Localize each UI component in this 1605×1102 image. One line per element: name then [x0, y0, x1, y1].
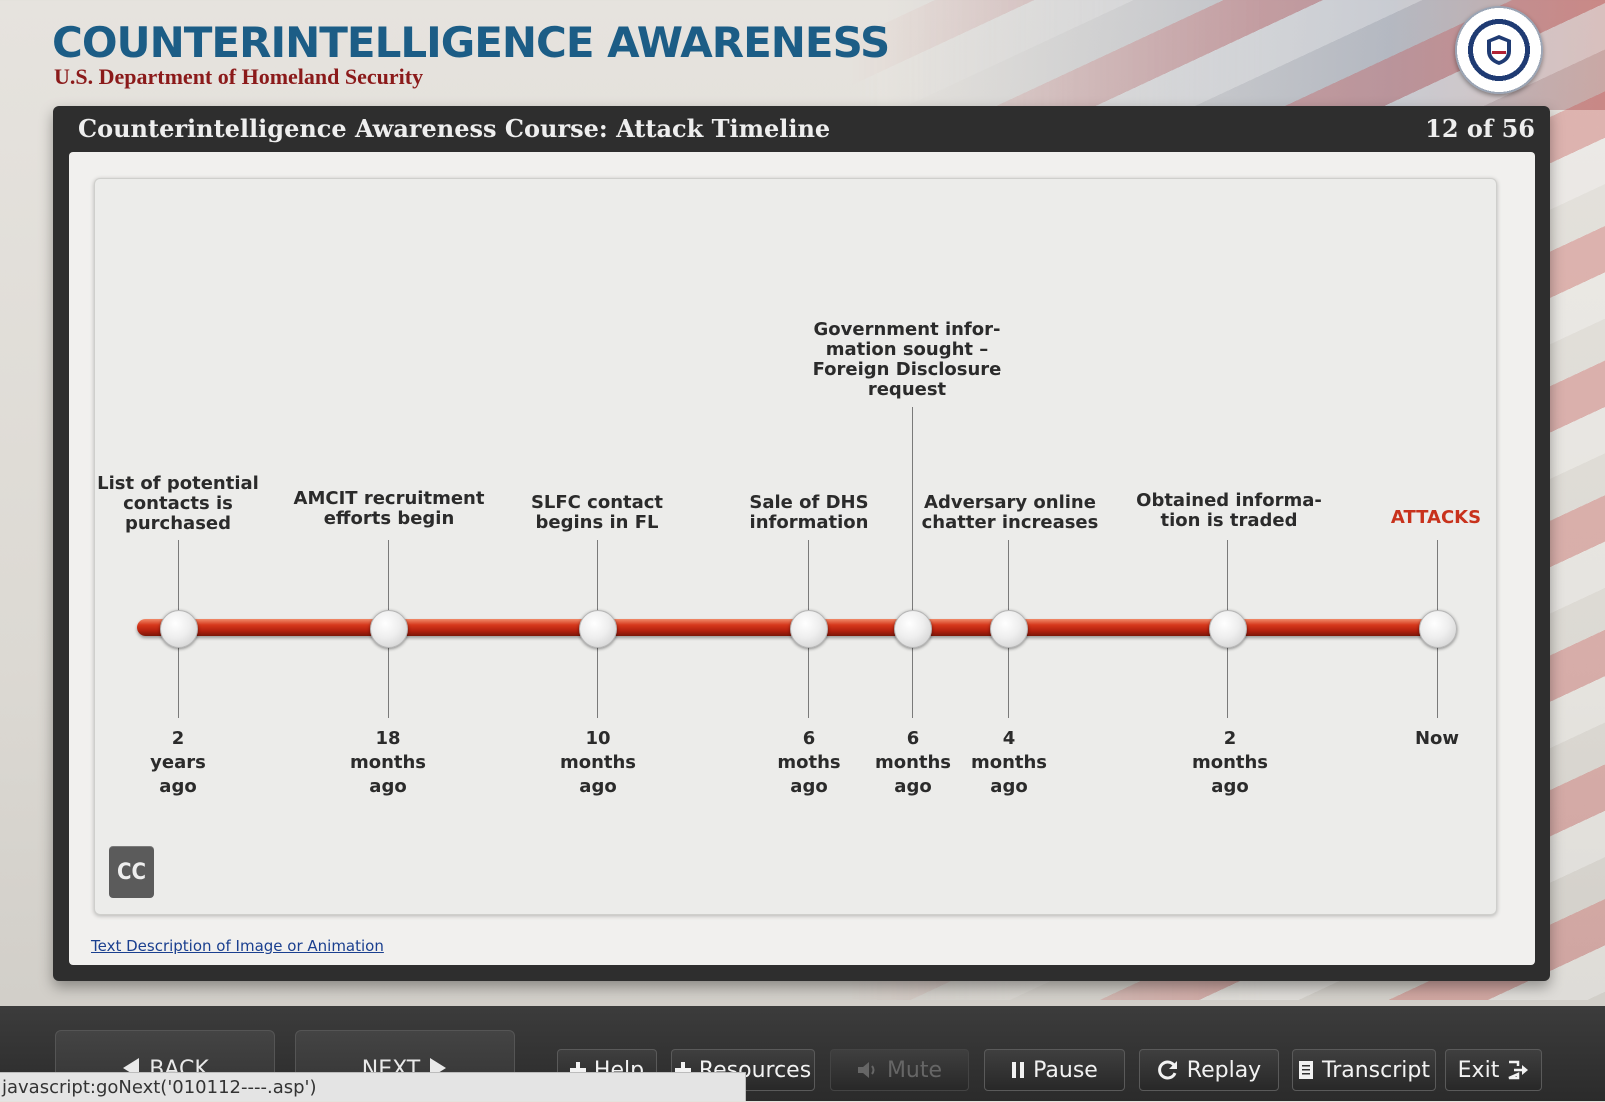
text-description-link[interactable]: Text Description of Image or Animation — [91, 937, 384, 955]
exit-icon — [1507, 1060, 1529, 1080]
tick-line — [388, 540, 389, 620]
document-icon — [1298, 1060, 1314, 1080]
tick-line — [1008, 636, 1009, 718]
timeline-node — [990, 610, 1028, 648]
timeline-panel — [94, 178, 1497, 915]
tick-line — [912, 636, 913, 718]
replay-icon — [1157, 1059, 1179, 1081]
event-label: Government infor- mation sought – Foreig… — [812, 319, 1002, 400]
timeline-node — [894, 610, 932, 648]
tick-line — [1227, 636, 1228, 718]
transcript-label: Transcript — [1322, 1057, 1430, 1083]
exit-button[interactable]: Exit — [1445, 1049, 1542, 1091]
transcript-button[interactable]: Transcript — [1292, 1049, 1436, 1091]
tick-line — [597, 540, 598, 620]
timeline-node — [1419, 610, 1457, 648]
app-subtitle: U.S. Department of Homeland Security — [54, 64, 424, 89]
event-label-attacks: ATTACKS — [1390, 507, 1482, 528]
replay-button[interactable]: Replay — [1139, 1049, 1279, 1091]
timeline-node — [790, 610, 828, 648]
tick-line — [808, 636, 809, 718]
time-ago-label: Now — [1414, 728, 1460, 749]
slide-counter: 12 of 56 — [1425, 114, 1535, 143]
plus-icon — [569, 1062, 586, 1078]
pause-label: Pause — [1033, 1057, 1098, 1083]
app-title: COUNTERINTELLIGENCE AWARENESS — [52, 18, 890, 67]
tick-line — [388, 636, 389, 718]
mute-button[interactable]: Mute — [830, 1049, 969, 1091]
slide-title: Counterintelligence Awareness Course: At… — [78, 114, 831, 143]
pause-icon — [1011, 1061, 1025, 1079]
event-label: List of potential contacts is purchased — [97, 473, 259, 534]
event-label: AMCIT recruitment efforts begin — [293, 488, 485, 529]
tick-line — [597, 636, 598, 718]
replay-label: Replay — [1186, 1057, 1262, 1083]
tick-line — [808, 540, 809, 620]
exit-label: Exit — [1457, 1057, 1500, 1083]
event-label: Adversary online chatter increases — [921, 492, 1099, 533]
speaker-icon — [857, 1061, 879, 1079]
tick-line — [178, 636, 179, 718]
event-label: Sale of DHS information — [749, 492, 869, 533]
mute-label: Mute — [886, 1057, 943, 1083]
event-label: SLFC contact begins in FL — [530, 492, 664, 533]
tick-line — [1227, 540, 1228, 620]
timeline-node — [370, 610, 408, 648]
tick-line — [1437, 636, 1438, 718]
tick-line — [1008, 540, 1009, 620]
tick-line — [1437, 540, 1438, 620]
event-label: Obtained informa- tion is traded — [1136, 490, 1322, 531]
plus-icon — [674, 1062, 691, 1078]
closed-captions-button[interactable]: CC — [109, 846, 154, 898]
dhs-seal-icon — [1455, 6, 1543, 94]
pause-button[interactable]: Pause — [984, 1049, 1125, 1091]
timeline-node — [1209, 610, 1247, 648]
tick-line — [912, 407, 913, 620]
browser-status-bar: javascript:goNext('010112----.asp') — [0, 1072, 746, 1101]
timeline-node — [579, 610, 617, 648]
timeline-node — [160, 610, 198, 648]
tick-line — [178, 540, 179, 620]
